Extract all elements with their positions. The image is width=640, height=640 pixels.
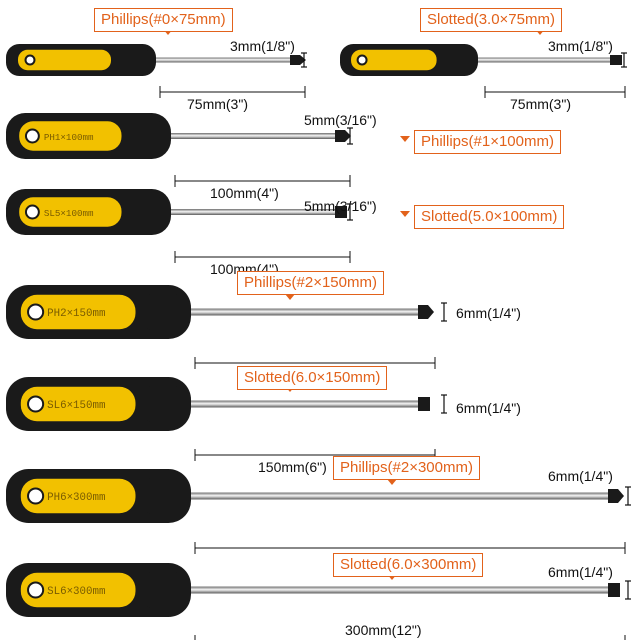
handle-neck	[442, 49, 473, 71]
screwdriver-8: SL6×300mm	[6, 563, 631, 640]
length-dimension	[194, 542, 626, 554]
handle-print: SL6×150mm	[47, 400, 105, 412]
handle-grip	[19, 197, 122, 227]
type-label-5: Phillips(#2×150mm)	[237, 271, 384, 295]
hang-hole	[24, 54, 36, 66]
shaft	[171, 133, 345, 139]
hang-hole	[27, 487, 45, 505]
tip-width-marker	[441, 302, 447, 322]
handle-print: SL5×100mm	[44, 208, 94, 219]
length-label-6: 150mm(6")	[258, 459, 327, 475]
tip-size-label-6: 6mm(1/4")	[456, 400, 521, 416]
handle-neck	[142, 385, 184, 423]
shaft	[191, 492, 618, 500]
handle-grip	[20, 478, 136, 514]
handle-print: PH1×100mm	[44, 132, 94, 143]
tip-size-label-3: 5mm(3/16")	[304, 112, 377, 128]
type-label-1: Phillips(#0×75mm)	[94, 8, 233, 32]
hang-hole	[24, 128, 40, 144]
hang-hole	[356, 54, 368, 66]
type-label-8: Slotted(6.0×300mm)	[333, 553, 484, 577]
slotted-tip	[608, 583, 620, 597]
shaft	[191, 586, 618, 594]
slotted-tip	[335, 206, 347, 218]
type-label-4: Slotted(5.0×100mm)	[414, 205, 565, 229]
label-pointer	[400, 136, 410, 142]
tip-width-marker	[625, 486, 631, 506]
phillips-tip	[608, 489, 624, 503]
tip-width-marker	[301, 52, 307, 68]
handle-grip	[18, 49, 111, 71]
length-dimension	[174, 175, 351, 187]
type-label-7: Phillips(#2×300mm)	[333, 456, 480, 480]
tip-size-label-2: 3mm(1/8")	[548, 38, 613, 54]
shaft	[191, 400, 428, 408]
handle-print: PH2×150mm	[47, 308, 105, 320]
tip-width-marker	[625, 580, 631, 600]
shaft	[191, 308, 428, 316]
label-pointer	[387, 479, 397, 485]
label-pointer	[285, 294, 295, 300]
tip-width-marker	[347, 127, 353, 145]
hang-hole	[24, 204, 40, 220]
tip-size-label-1: 3mm(1/8")	[230, 38, 295, 54]
length-dimension	[194, 357, 436, 369]
screwdriver-1	[6, 29, 307, 98]
screwdriver-5: PH2×150mm	[6, 285, 447, 369]
shaft	[171, 209, 345, 215]
handle-grip	[20, 386, 136, 422]
slotted-tip	[418, 397, 430, 411]
hang-hole	[27, 395, 45, 413]
screwdriver-6: SL6×150mm	[6, 377, 447, 461]
hang-hole	[27, 303, 45, 321]
handle-grip	[20, 572, 136, 608]
shaft	[478, 57, 620, 63]
tip-size-label-5: 6mm(1/4")	[456, 305, 521, 321]
tip-size-label-4: 5mm(3/16")	[304, 198, 377, 214]
handle-neck	[142, 571, 184, 609]
handle-neck	[117, 49, 150, 71]
screwdriver-2	[340, 29, 627, 98]
handle-print: SL6×300mm	[47, 586, 105, 598]
label-pointer	[400, 211, 410, 217]
length-dimension	[159, 86, 306, 98]
handle-neck	[128, 196, 165, 228]
slotted-tip	[610, 55, 622, 65]
length-dimension	[194, 635, 626, 640]
screwdriver-4: SL5×100mm	[6, 189, 410, 263]
handle-grip	[19, 121, 122, 151]
phillips-tip	[418, 305, 434, 319]
length-label-1: 75mm(3")	[187, 96, 248, 112]
type-label-2: Slotted(3.0×75mm)	[420, 8, 562, 32]
type-label-3: Phillips(#1×100mm)	[414, 130, 561, 154]
phillips-tip	[290, 55, 306, 65]
screwdriver-7: PH6×300mm	[6, 469, 631, 554]
handle-neck	[142, 293, 184, 331]
length-dimension	[484, 86, 626, 98]
length-label-2: 75mm(3")	[510, 96, 571, 112]
handle-grip	[351, 49, 437, 71]
tip-size-label-8: 6mm(1/4")	[548, 564, 613, 580]
tip-width-marker	[621, 52, 627, 68]
tip-width-marker	[347, 203, 353, 221]
tip-width-marker	[441, 394, 447, 414]
hang-hole	[27, 581, 45, 599]
handle-neck	[142, 477, 184, 515]
handle-neck	[128, 120, 165, 152]
phillips-tip	[335, 130, 351, 142]
screwdriver-3: PH1×100mm	[6, 113, 410, 187]
tip-size-label-7: 6mm(1/4")	[548, 468, 613, 484]
handle-print: PH6×300mm	[47, 492, 105, 504]
type-label-6: Slotted(6.0×150mm)	[237, 366, 388, 390]
length-label-3: 100mm(4")	[210, 185, 279, 201]
handle-grip	[20, 294, 136, 330]
shaft	[156, 57, 300, 63]
length-label-8: 300mm(12")	[345, 622, 422, 638]
length-dimension	[174, 251, 351, 263]
